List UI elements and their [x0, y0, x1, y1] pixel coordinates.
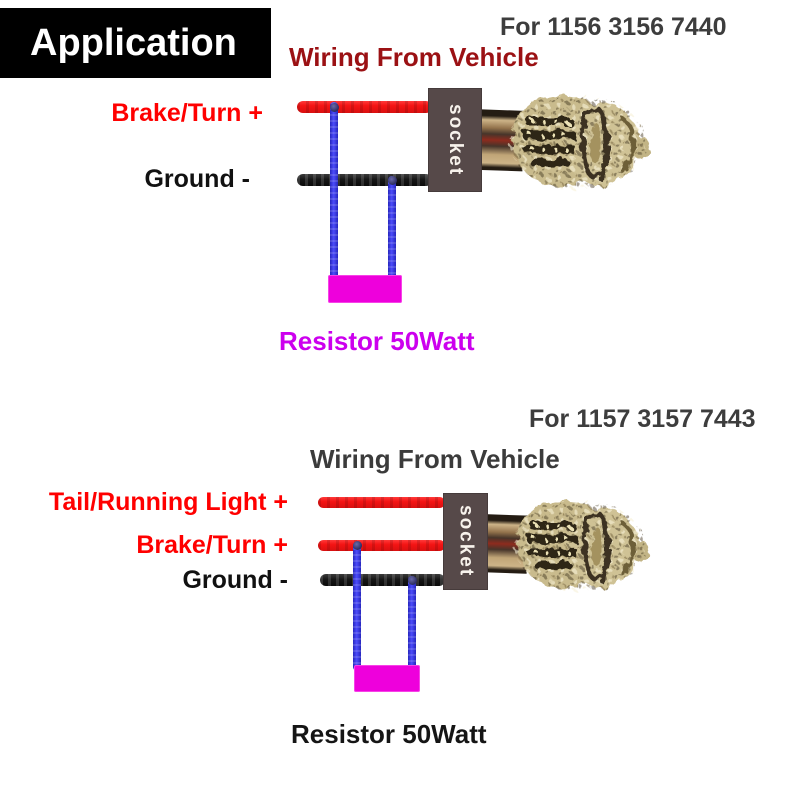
junction-dot-ground-bottom	[408, 576, 417, 585]
resistor-lead-wire-left-bottom	[353, 542, 361, 671]
wiring-from-vehicle-label-bottom: Wiring From Vehicle	[310, 444, 560, 474]
resistor-lead-wire-left-top	[330, 102, 338, 281]
ground-wire-bottom	[320, 574, 445, 586]
application-badge: Application	[0, 8, 271, 78]
socket-label-bottom: socket	[455, 505, 477, 578]
junction-dot-brake-top	[330, 103, 339, 112]
wire-label-ground-top: Ground -	[144, 165, 250, 193]
tail-running-wire-bottom	[318, 497, 445, 508]
application-badge-label: Application	[30, 21, 237, 64]
socket-block-bottom: socket	[443, 493, 488, 590]
model-title-bottom: For 1157 3157 7443	[529, 405, 756, 433]
wiring-from-vehicle-label-top: Wiring From Vehicle	[289, 42, 539, 72]
wire-label-brake-turn-bottom: Brake/Turn +	[136, 531, 288, 559]
resistor-block-top	[328, 275, 402, 303]
resistor-lead-wire-right-bottom	[408, 576, 416, 671]
junction-dot-brake-bottom	[353, 541, 362, 550]
resistor-block-bottom	[354, 665, 420, 692]
resistor-label-top: Resistor 50Watt	[279, 326, 475, 356]
bulb-photo-bottom	[484, 491, 652, 603]
brake-turn-wire-top	[297, 101, 432, 113]
junction-dot-ground-top	[388, 176, 397, 185]
model-title-top: For 1156 3156 7440	[500, 13, 727, 41]
ground-wire-top	[297, 174, 432, 186]
socket-block-top: socket	[428, 88, 482, 192]
resistor-lead-wire-right-top	[388, 176, 396, 281]
wire-label-brake-turn-top: Brake/Turn +	[111, 99, 263, 127]
brake-turn-wire-bottom	[318, 540, 445, 551]
socket-label-top: socket	[445, 103, 466, 177]
wire-label-tail-running-bottom: Tail/Running Light +	[48, 488, 288, 516]
resistor-label-bottom: Resistor 50Watt	[291, 719, 487, 749]
wire-label-ground-bottom: Ground -	[182, 566, 288, 594]
bulb-photo-top	[478, 86, 653, 201]
